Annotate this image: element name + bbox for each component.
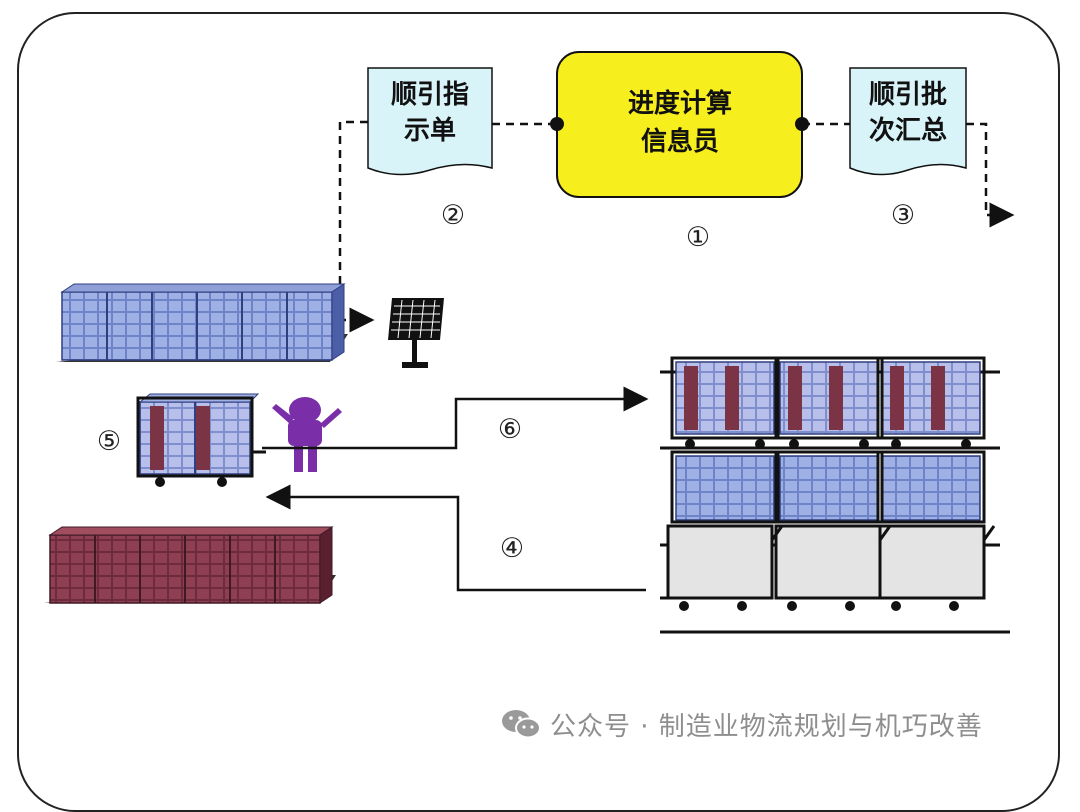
red-parts-stock-row: [44, 526, 336, 604]
step-label-3: ③: [891, 200, 915, 231]
rack-middle-level: [670, 450, 986, 524]
wechat-icon: [502, 710, 541, 739]
step-label-4: ④: [500, 533, 524, 564]
info-box-line2: 信息员: [641, 126, 719, 157]
solid-flow-arrows: [262, 386, 649, 592]
sequence-batch-document: 顺引批 次汇总: [849, 67, 967, 176]
logistics-diagram: 顺引指 示单 进度计算 信息员 顺引批 次汇总 ① ② ③ ④ ⑤ ⑥: [44, 51, 1015, 634]
sequence-instruction-document: 顺引指 示单: [367, 67, 493, 176]
step-label-2: ②: [441, 200, 465, 231]
rack-top-level: [670, 356, 986, 449]
progress-calc-info-box: 进度计算 信息员: [550, 51, 809, 198]
dashed-flow-lines: [338, 120, 1015, 333]
rack-bottom-level-empty-carts: [660, 524, 996, 611]
sequence-cart-5: [136, 393, 266, 487]
blue-parts-stock-row: [56, 283, 348, 362]
info-box-line1: 进度计算: [628, 88, 732, 119]
sequence-rack: [660, 356, 1010, 634]
watermark: 公众号 · 制造业物流规划与机巧改善: [500, 702, 983, 746]
doc-batch-line2: 次汇总: [869, 116, 947, 146]
worker-figure-icon: [272, 397, 342, 472]
step-label-5: ⑤: [97, 426, 121, 457]
doc-batch-line1: 顺引批: [869, 80, 947, 110]
display-board-icon: [388, 298, 444, 368]
doc-instruction-line1: 顺引指: [391, 80, 469, 110]
step-label-1: ①: [686, 222, 710, 253]
step-label-6: ⑥: [498, 414, 522, 445]
doc-instruction-line2: 示单: [404, 116, 456, 146]
watermark-text: 公众号 · 制造业物流规划与机巧改善: [550, 711, 983, 742]
